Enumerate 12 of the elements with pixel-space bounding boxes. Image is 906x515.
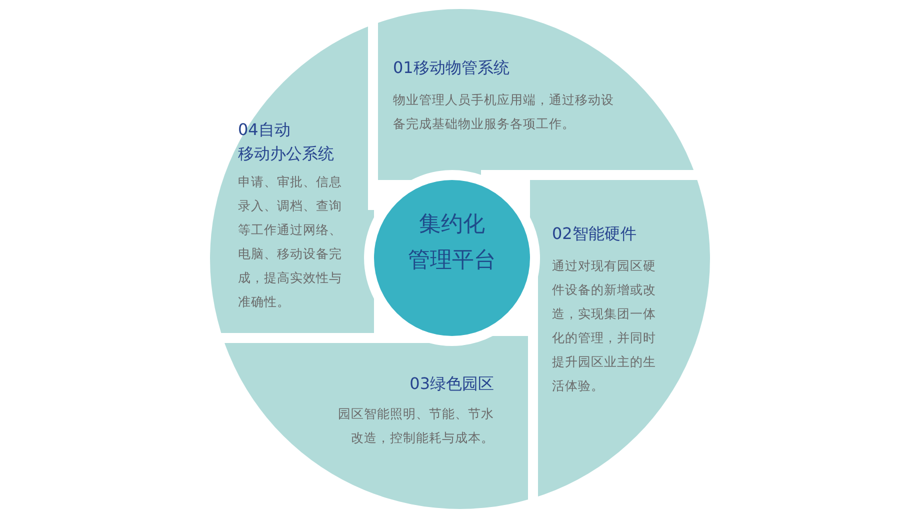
segment-description: 物业管理人员手机应用端，通过移动设备完成基础物业服务各项工作。: [393, 91, 615, 133]
segment-description: 申请、审批、信息录入、调档、查询等工作通过网络、电脑、移动设备完成，提高实效性与准确性。: [238, 173, 343, 311]
segment-title: 03绿色园区: [408, 373, 494, 395]
segment-title: 移动办公系统: [238, 143, 334, 165]
segment-description: 园区智能照明、节能、节水改造，控制能耗与成本。: [337, 405, 494, 447]
segment-title: 02智能硬件: [552, 223, 636, 245]
segment-title: 04自动: [238, 119, 290, 141]
center-title: 管理平台: [407, 247, 497, 275]
segment-title: 01移动物管系统: [393, 57, 510, 79]
center-title: 集约化: [418, 211, 486, 239]
center-circle: [374, 180, 530, 336]
segment-description: 通过对现有园区硬件设备的新增或改造，实现集团一体化的管理，并同时提升园区业主的生活体验。: [552, 257, 657, 395]
